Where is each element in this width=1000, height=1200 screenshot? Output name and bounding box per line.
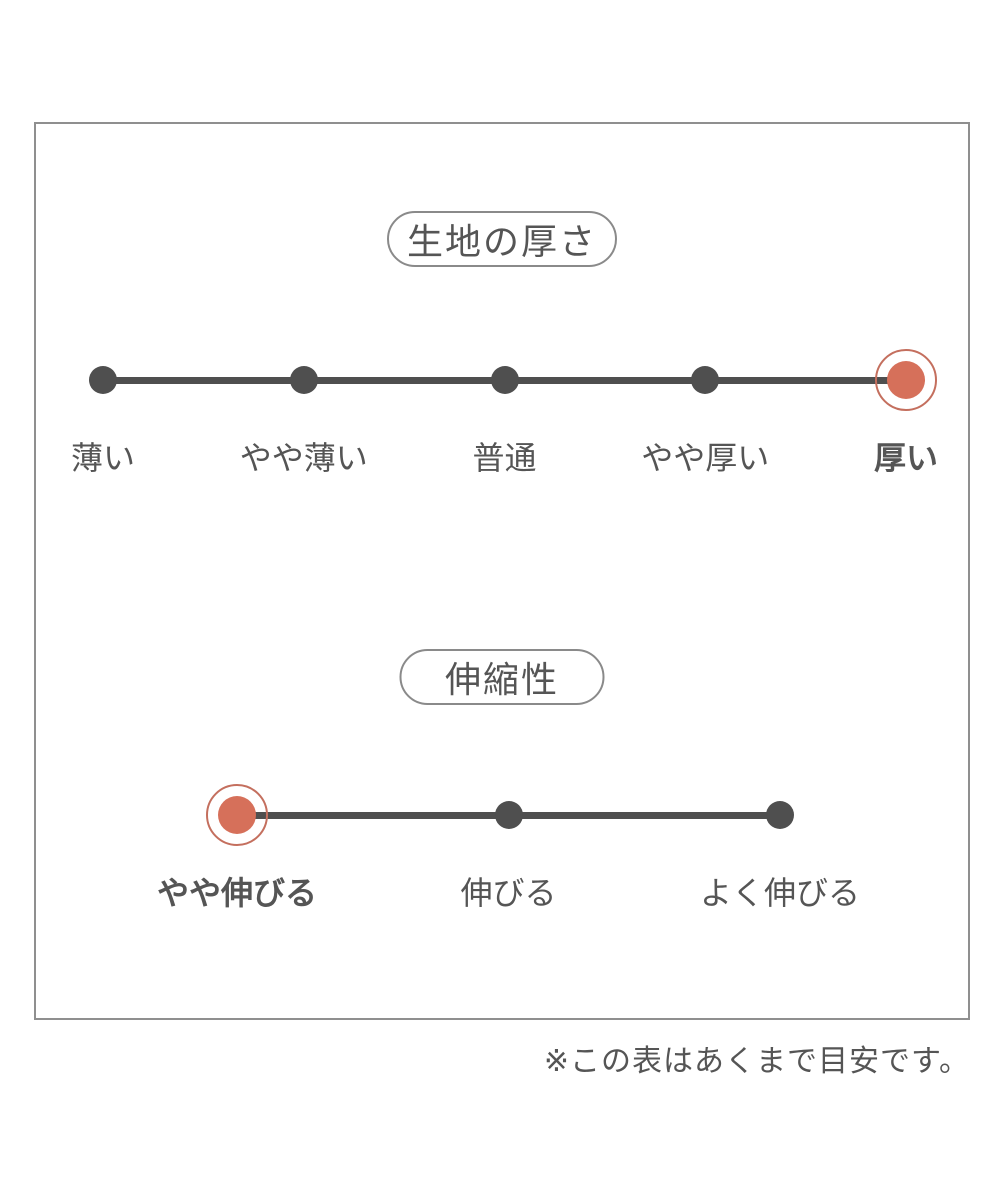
scale-dot (490, 366, 519, 394)
scale-label: よく伸びる (699, 875, 861, 911)
scale-dot (89, 366, 117, 394)
scale-label: やや厚い (641, 440, 770, 476)
scale-label-selected: 厚い (873, 440, 939, 476)
scale-dot-selected (206, 784, 268, 846)
scale-label: 伸びる (460, 875, 557, 911)
scale-label: やや薄い (239, 440, 368, 476)
stretch-title: 伸縮性 (444, 659, 559, 700)
fabric-thickness-title-pill: 生地の厚さ (386, 211, 618, 267)
selected-dot-ring (875, 349, 937, 411)
scale-dot-selected (875, 349, 937, 411)
disclaimer-note: ※この表はあくまで目安です。 (543, 1045, 970, 1078)
scale-label-selected: やや伸びる (156, 875, 318, 911)
scale-dot (766, 801, 794, 829)
scale-dot (289, 366, 318, 394)
scale-label: 薄い (70, 440, 136, 476)
selected-dot-ring (206, 784, 268, 846)
scale-dot (494, 801, 523, 829)
stretch-title-pill: 伸縮性 (399, 649, 605, 705)
fabric-thickness-title: 生地の厚さ (406, 221, 598, 262)
spec-diagram-frame: 生地の厚さ 薄い やや薄い 普通 やや厚い 厚い 伸縮性 やや伸びる 伸びる よく伸びる (34, 122, 970, 1020)
scale-dot (691, 366, 720, 394)
scale-label: 普通 (472, 440, 537, 476)
